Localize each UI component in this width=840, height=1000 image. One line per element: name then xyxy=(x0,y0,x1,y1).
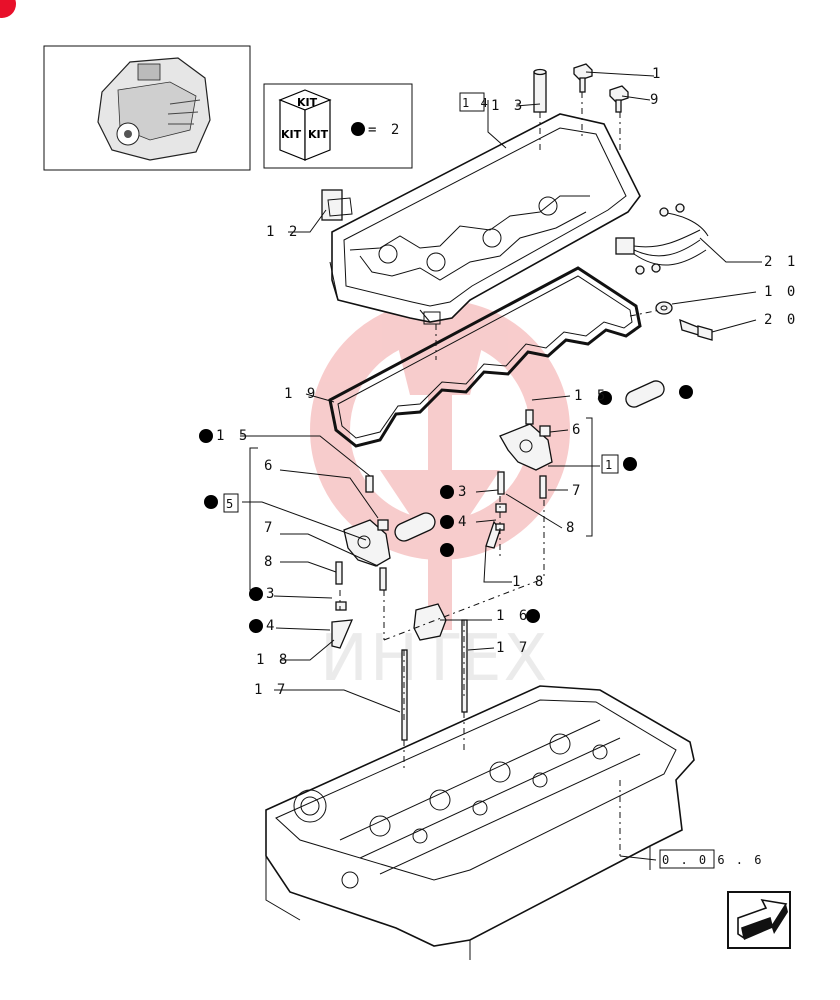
injector-harness-21[interactable] xyxy=(615,203,709,275)
callout-18-left: 1 8 xyxy=(256,652,290,668)
callout-6-left: 6 xyxy=(264,458,275,474)
red-corner-badge xyxy=(0,0,16,18)
callout-13: 1 3 xyxy=(491,98,525,114)
callout-4-right: 4 xyxy=(458,514,469,530)
kit-markers xyxy=(199,385,693,633)
callout-15-left: 1 5 xyxy=(216,428,250,444)
callout-1: 1 xyxy=(652,66,663,82)
callout-17-left: 1 7 xyxy=(254,682,288,698)
kit-label-left: KIT xyxy=(281,128,302,141)
rocker-assembly-right[interactable] xyxy=(485,380,665,549)
callout-6-right: 6 xyxy=(572,422,583,438)
callout-16: 1 6 xyxy=(496,608,530,624)
kit-label-top: KIT xyxy=(297,96,318,109)
callout-labels: 1 9 1 3 1 4 1 2 2 1 1 0 2 0 1 9 1 5 1 5 … xyxy=(216,66,798,867)
rocker-assembly-left[interactable] xyxy=(331,475,436,649)
callout-18-right: 1 8 xyxy=(512,574,546,590)
screw-20[interactable] xyxy=(679,318,713,341)
callout-10: 1 0 xyxy=(764,284,798,300)
engine-icon xyxy=(97,57,211,161)
kit-legend-text: = 2 xyxy=(368,122,402,138)
callout-15-right: 1 5 xyxy=(574,388,608,404)
callout-8-right: 8 xyxy=(566,520,577,536)
callout-17-right: 1 7 xyxy=(496,640,530,656)
callout-7-left: 7 xyxy=(264,520,275,536)
push-rod-17-left[interactable] xyxy=(401,649,408,741)
valve-cover-gasket[interactable] xyxy=(328,266,642,448)
push-rod-17-right[interactable] xyxy=(461,619,468,713)
kit-label-right: KIT xyxy=(308,128,329,141)
callout-8-left: 8 xyxy=(264,554,275,570)
callout-4-left: 4 xyxy=(266,618,277,634)
breather-12[interactable] xyxy=(321,189,353,221)
kit-legend-box: KIT KIT KIT = 2 xyxy=(263,83,413,169)
callout-12: 1 2 xyxy=(266,224,300,240)
callout-3-left: 3 xyxy=(266,586,277,602)
reference-callout: 0 . 0 6 . 6 xyxy=(662,853,763,867)
callout-3-right: 3 xyxy=(458,484,469,500)
bolt-9[interactable] xyxy=(609,85,629,113)
valve-cover[interactable] xyxy=(329,113,641,325)
callout-7-right: 7 xyxy=(572,483,583,499)
kit-cube-icon: KIT KIT KIT xyxy=(278,89,332,161)
leader-lines xyxy=(240,71,762,861)
next-page-arrow-icon[interactable] xyxy=(727,891,791,949)
callout-19: 1 9 xyxy=(284,386,318,402)
washer-10[interactable] xyxy=(655,301,673,315)
callout-9: 9 xyxy=(650,92,661,108)
bolt-1[interactable] xyxy=(573,63,593,93)
assembly-lines xyxy=(339,92,661,860)
callout-21: 2 1 xyxy=(764,254,798,270)
kit-dot-icon xyxy=(351,122,365,136)
engine-thumbnail[interactable] xyxy=(43,45,251,171)
stud-13[interactable] xyxy=(533,68,547,113)
callout-5: 5 xyxy=(226,497,235,511)
callout-14: 1 4 xyxy=(462,96,490,110)
cylinder-head[interactable] xyxy=(265,685,695,960)
callout-20: 2 0 xyxy=(764,312,798,328)
framed-callouts xyxy=(223,92,715,869)
callout-1-group: 1 xyxy=(605,458,614,472)
